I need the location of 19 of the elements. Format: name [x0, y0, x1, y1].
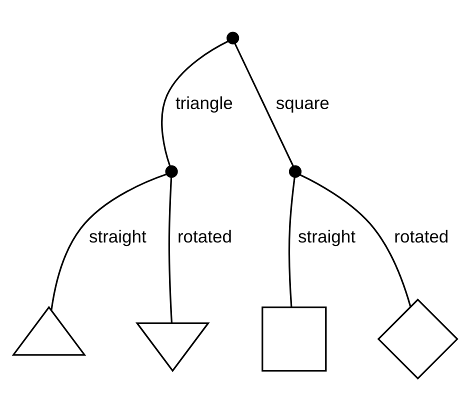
- node-circle: [288, 164, 302, 178]
- node-circle: [164, 164, 178, 178]
- node-invtriangle: [134, 322, 210, 372]
- node-circle: [226, 31, 239, 44]
- connector: [50, 173, 166, 310]
- edge-label: straight: [88, 226, 146, 246]
- connector: [168, 176, 172, 323]
- edge-label: straight: [298, 226, 355, 246]
- connector: [234, 42, 294, 166]
- edge-label: triangle: [174, 92, 232, 112]
- node-triangle: [11, 305, 86, 356]
- connector: [288, 176, 295, 307]
- edge-label: rotated: [176, 226, 232, 246]
- connector: [160, 40, 228, 166]
- connector: [299, 174, 411, 306]
- edge-label: rotated: [394, 226, 448, 246]
- node-diamond: [376, 298, 458, 380]
- edge-label: square: [275, 92, 329, 112]
- node-square: [261, 306, 326, 372]
